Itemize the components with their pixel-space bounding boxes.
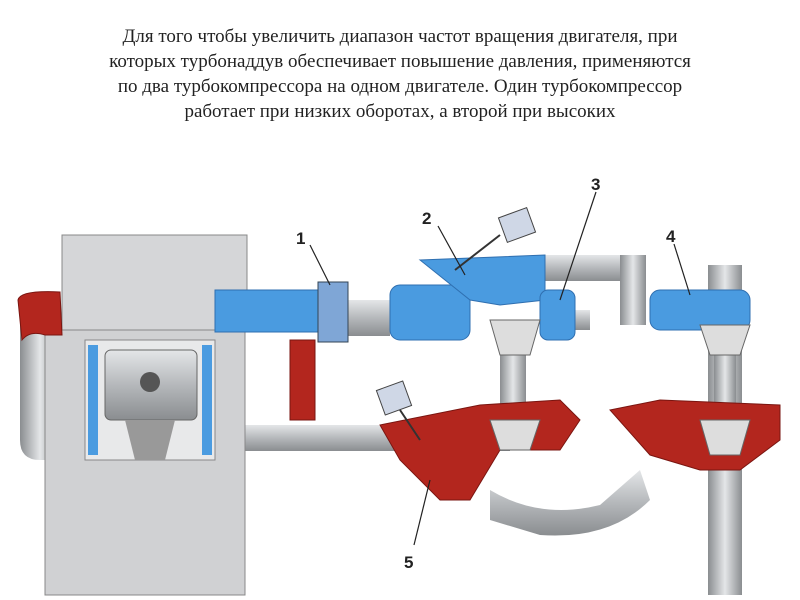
- wastegate-actuator-5: [375, 380, 421, 441]
- caption-line: Для того чтобы увеличить диапазон частот…: [122, 26, 678, 47]
- label-1: 1: [296, 229, 305, 248]
- label-3: 3: [591, 175, 600, 194]
- caption-line: по два турбокомпрессора на одном двигате…: [117, 76, 683, 97]
- label-2: 2: [422, 209, 431, 228]
- engine: [44, 234, 248, 596]
- caption-line: которых турбонаддув обеспечивает повышен…: [109, 51, 691, 72]
- caption-line: работает при низких оборотах, а второй п…: [184, 101, 616, 122]
- intercooler: [317, 281, 349, 343]
- turbo-small: [489, 319, 541, 451]
- turbo-large: [699, 324, 751, 456]
- wastegate-actuator-2: [454, 207, 537, 271]
- intake-path: [214, 254, 751, 341]
- leader-lines: [309, 191, 691, 546]
- label-4: 4: [666, 227, 676, 246]
- label-5: 5: [404, 553, 413, 572]
- slide-caption: Для того чтобы увеличить диапазон частот…: [40, 24, 760, 124]
